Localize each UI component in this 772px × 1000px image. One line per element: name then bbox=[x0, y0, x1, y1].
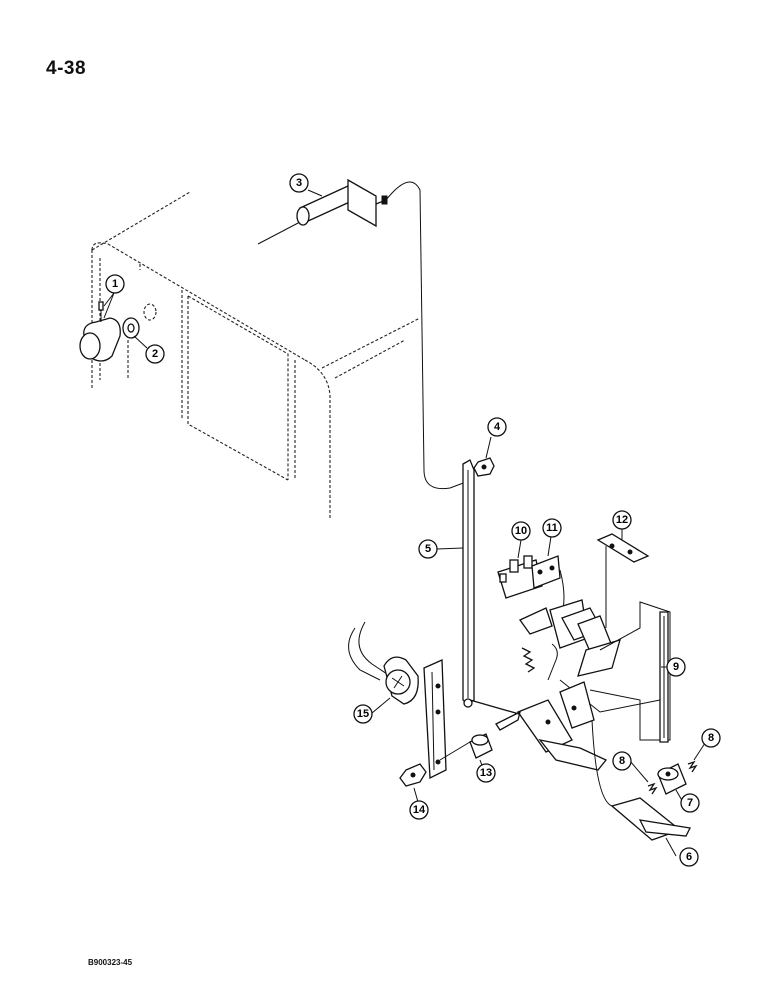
part-11-bracket bbox=[531, 555, 565, 621]
callout-4: 4 bbox=[487, 417, 507, 437]
callout-10: 10 bbox=[511, 521, 531, 541]
part-13-bushing bbox=[469, 710, 521, 759]
svg-text:12: 12 bbox=[616, 514, 628, 526]
svg-text:7: 7 bbox=[687, 797, 693, 809]
page-number: 4-38 bbox=[46, 58, 87, 79]
svg-text:4: 4 bbox=[494, 421, 501, 433]
part-5-rod bbox=[462, 459, 541, 721]
callout-9: 9 bbox=[666, 657, 686, 677]
callout-15: 15 bbox=[353, 704, 373, 724]
callout-1: 1 bbox=[105, 274, 125, 294]
svg-text:1: 1 bbox=[112, 278, 118, 290]
callout-13: 13 bbox=[476, 763, 496, 783]
svg-text:5: 5 bbox=[425, 543, 431, 555]
svg-text:6: 6 bbox=[686, 851, 692, 863]
part-12-plate bbox=[596, 533, 650, 628]
callout-2: 2 bbox=[145, 344, 165, 364]
svg-text:8: 8 bbox=[619, 755, 625, 767]
part-2-washer bbox=[122, 303, 157, 339]
svg-text:9: 9 bbox=[673, 661, 679, 673]
callout-6: 6 bbox=[679, 847, 699, 867]
callout-11: 11 bbox=[542, 518, 562, 538]
callout-7: 7 bbox=[680, 793, 700, 813]
callout-8-second: 8 bbox=[701, 728, 721, 748]
part-14-nut bbox=[399, 763, 427, 787]
part-7-collar bbox=[657, 763, 687, 795]
part-1-light bbox=[79, 301, 121, 362]
linkage-bracket bbox=[516, 599, 671, 771]
part-6-bracket bbox=[591, 719, 691, 841]
callout-5: 5 bbox=[418, 539, 438, 559]
part-3-switch bbox=[257, 178, 467, 490]
part-8-screws bbox=[647, 760, 698, 795]
callout-8: 8 bbox=[612, 751, 632, 771]
svg-text:10: 10 bbox=[515, 525, 527, 537]
svg-text:11: 11 bbox=[546, 522, 558, 534]
part-10-block bbox=[497, 555, 543, 599]
svg-text:15: 15 bbox=[357, 708, 369, 720]
figure-code: B900323-45 bbox=[88, 958, 133, 967]
callouts: 1 2 3 4 5 6 7 8 bbox=[105, 173, 721, 867]
cab-outline bbox=[91, 191, 421, 520]
callout-14: 14 bbox=[409, 800, 429, 820]
callout-3: 3 bbox=[289, 173, 309, 193]
svg-text:13: 13 bbox=[480, 767, 492, 779]
part-4-nut bbox=[473, 457, 495, 477]
part-15-sensor bbox=[348, 621, 471, 780]
svg-text:2: 2 bbox=[152, 348, 158, 360]
svg-text:14: 14 bbox=[413, 804, 426, 816]
svg-text:8: 8 bbox=[708, 732, 714, 744]
svg-text:3: 3 bbox=[296, 177, 302, 189]
callout-12: 12 bbox=[612, 510, 632, 530]
spring bbox=[521, 647, 536, 673]
part-9-rod bbox=[659, 611, 669, 743]
